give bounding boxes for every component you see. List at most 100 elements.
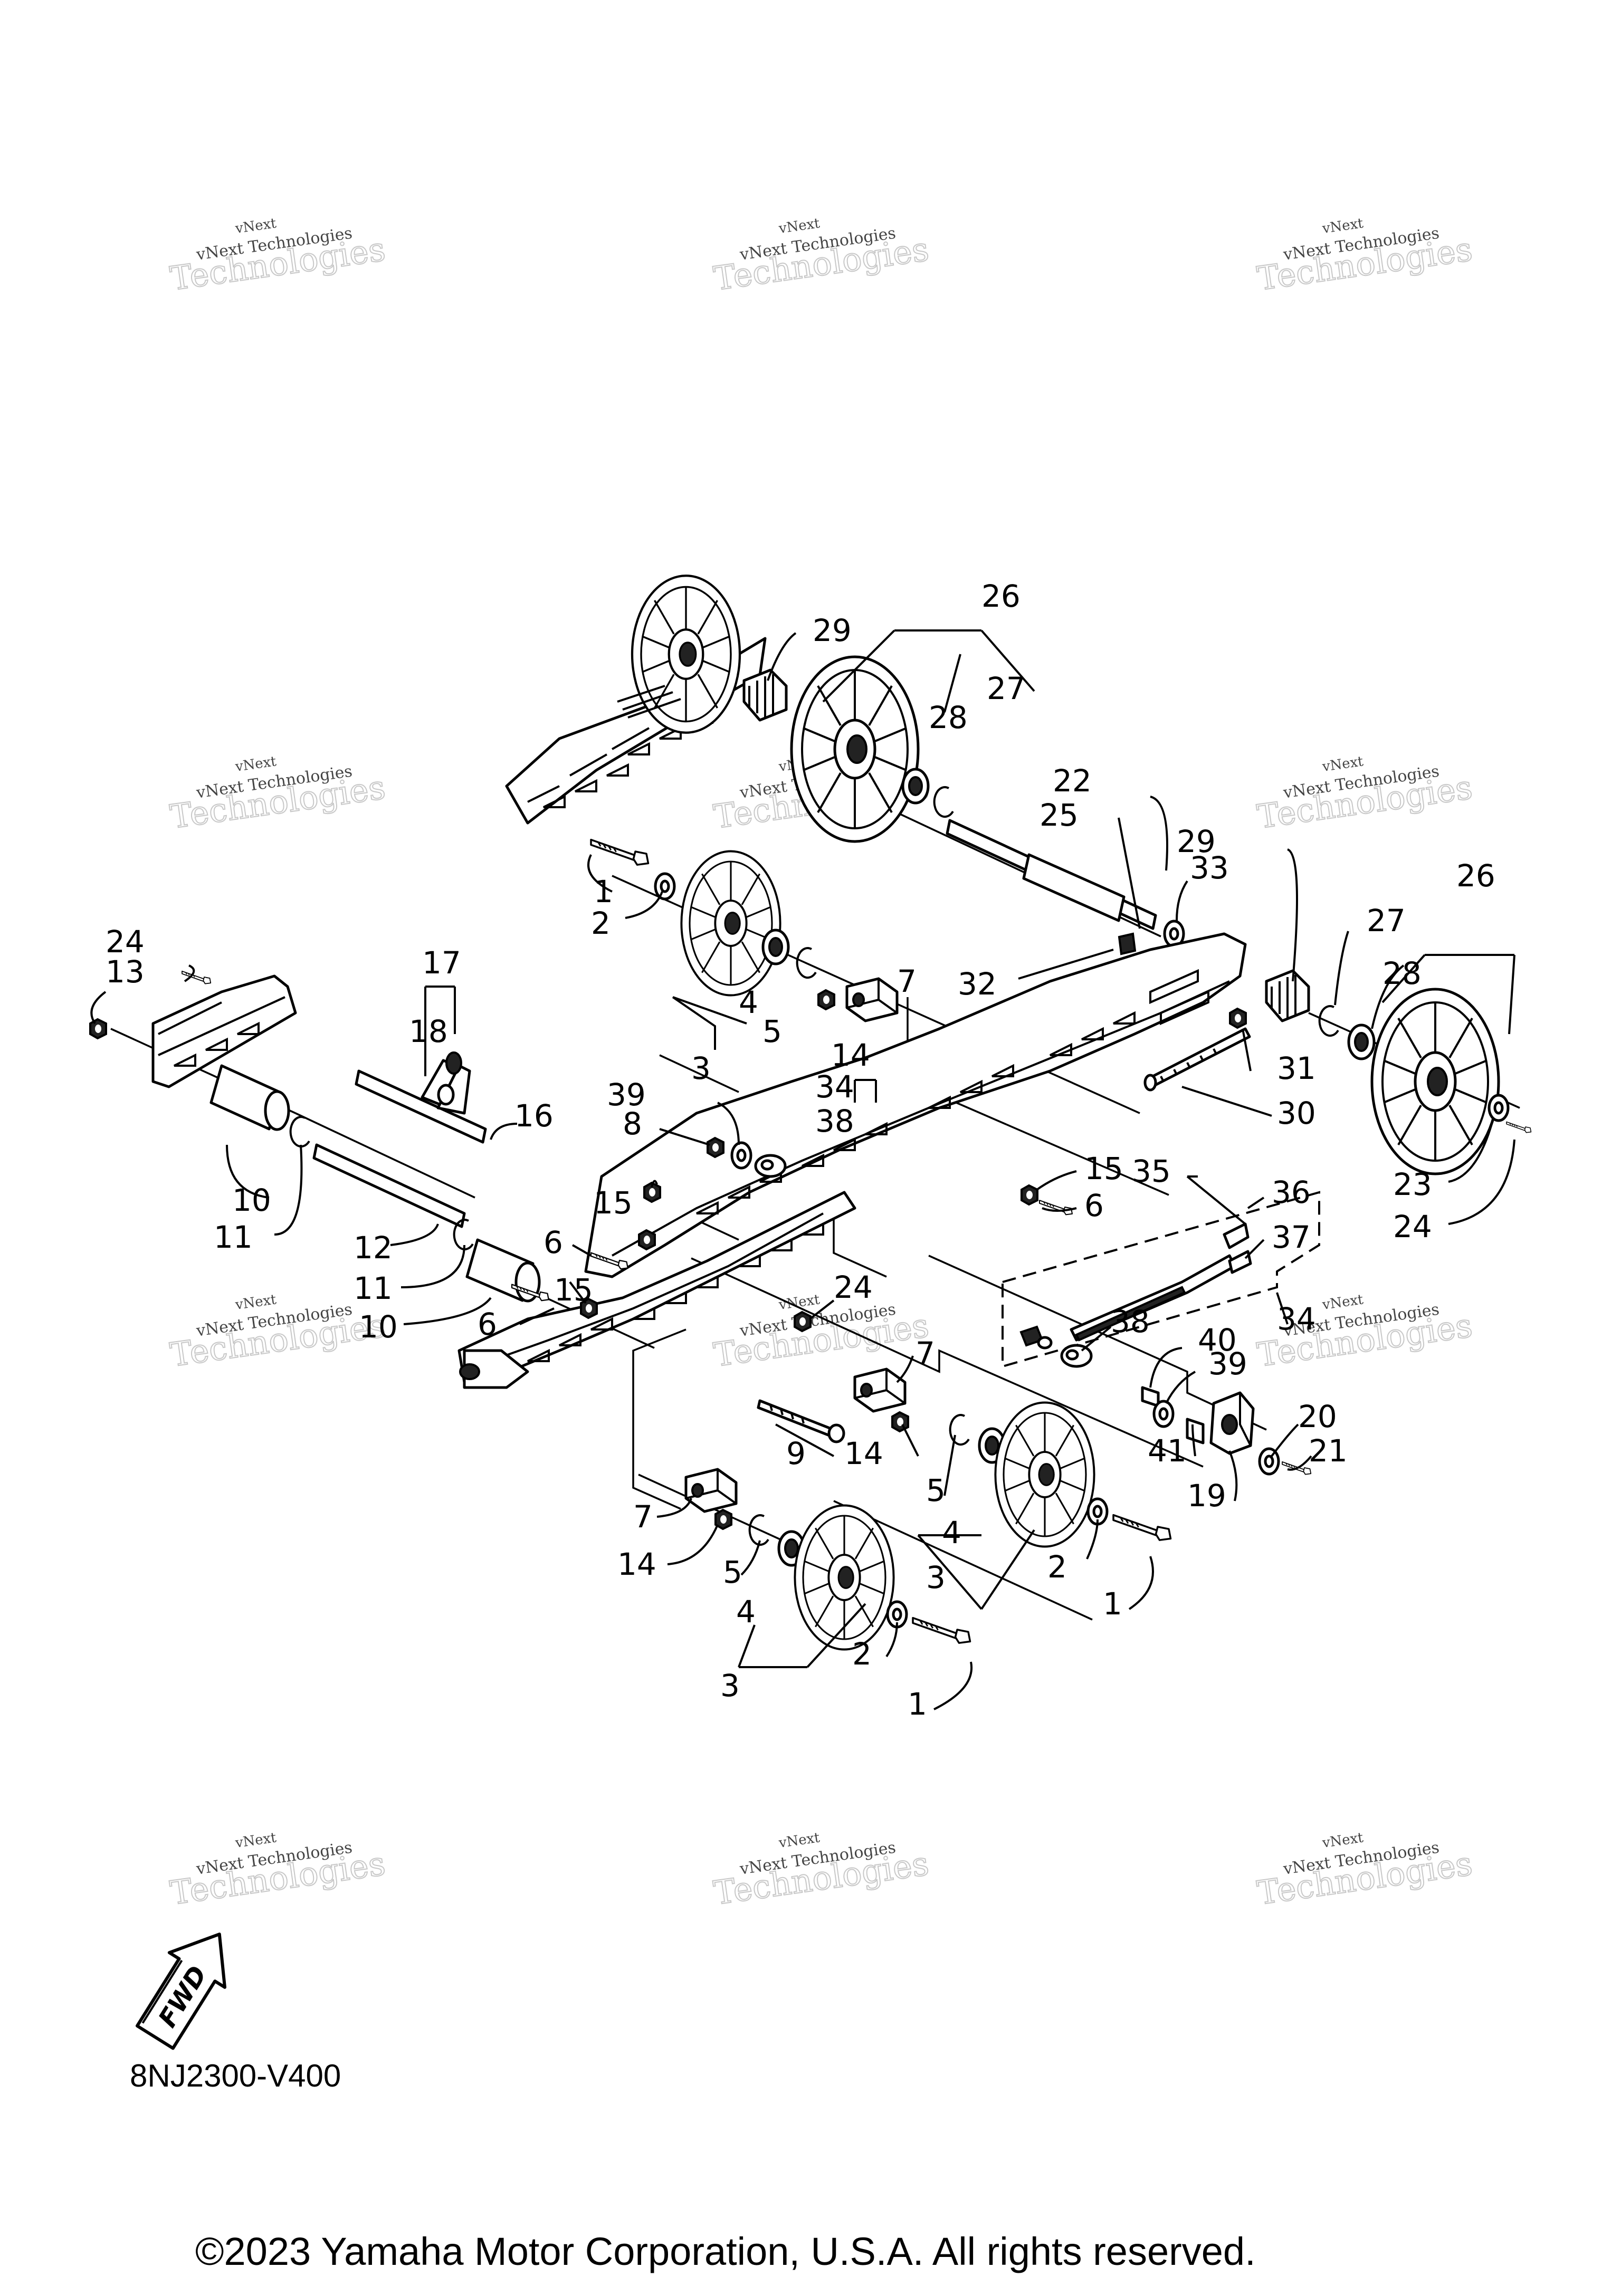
callout-27-right: 27 [1367,903,1406,939]
nut-13 [89,1018,107,1039]
nut-8 [707,1137,724,1158]
callout-23: 23 [1393,1166,1432,1202]
callout-2-upper: 2 [591,905,611,941]
callout-19: 19 [1187,1478,1226,1514]
diagram-code: 8NJ2300-V400 [130,2058,341,2093]
callout-32: 32 [958,966,997,1002]
callout-4-lower: 4 [736,1594,756,1630]
watermark: vNext vNext Technologies Technologies [1254,1830,1475,1912]
callout-8: 8 [623,1106,642,1142]
callout-9: 9 [786,1436,806,1471]
callout-38-lower: 38 [1111,1304,1150,1340]
callout-5-lower: 5 [723,1554,742,1590]
callout-15-c: 15 [1084,1151,1123,1187]
callout-41: 41 [1148,1433,1187,1469]
callout-6-a: 6 [543,1224,563,1260]
watermark: vNext vNext Technologies Technologies [711,215,931,298]
watermark: vNext vNext Technologies Technologies [167,215,388,298]
callout-1-mid: 1 [1103,1586,1122,1622]
bushing-41 [1186,1418,1205,1444]
svg-text:vNext: vNext [234,215,278,237]
rear-wheel-26-top [792,657,918,841]
callout-6-c: 6 [1084,1188,1104,1223]
callout-29-right: 29 [1177,824,1216,859]
nut-15-b [638,1229,656,1250]
axle-bearing-housing-29-right [1265,969,1310,1022]
bolt-24-right [1506,1121,1532,1133]
svg-text:vNext: vNext [777,1830,821,1851]
callout-18: 18 [409,1013,448,1049]
bracket-7-lower [686,1469,736,1511]
slider-38-upper [754,1154,787,1178]
front-arm-bracket [151,974,297,1088]
svg-text:vNext: vNext [1321,215,1365,237]
bearing-28-top [903,769,928,803]
collar-40 [1141,1386,1160,1408]
callout-39-upper: 39 [607,1077,646,1113]
callout-35: 35 [1132,1153,1171,1189]
slide-rail-right [584,932,1247,1278]
callout-21: 21 [1309,1433,1348,1469]
bolt-1-lower [912,1616,971,1644]
nut-31 [1229,1008,1247,1029]
bolt-1-mid [1112,1514,1172,1541]
callout-10-upper: 10 [232,1182,271,1218]
callout-3-upper: 3 [691,1050,711,1086]
nut-15-d [1021,1184,1038,1206]
watermark: vNext vNext Technologies Technologies [711,1830,931,1912]
callout-39-lower: 39 [1208,1346,1247,1382]
callout-5-upper: 5 [762,1013,782,1049]
collar-10-upper [209,1064,290,1131]
copyright-notice: ©2023 Yamaha Motor Corporation, U.S.A. A… [195,2230,1256,2273]
callout-26-top: 26 [981,578,1021,614]
callout-6-b: 6 [478,1306,497,1342]
rear-axle-22 [946,819,1157,930]
nut-14-upper [817,989,835,1010]
watermark: vNext vNext Technologies Technologies [167,753,388,836]
callout-12: 12 [354,1230,393,1266]
callout-30: 30 [1277,1095,1316,1131]
callout-3-mid: 3 [926,1560,946,1595]
bolt-1-upper [590,838,650,866]
svg-text:vNext: vNext [234,753,278,775]
callout-13: 13 [106,954,145,990]
circlip-27-top [933,786,954,818]
rear-wheel-inner [632,576,740,733]
callout-17: 17 [422,945,461,981]
callout-16: 16 [514,1098,554,1134]
callout-27-top: 27 [987,671,1026,706]
callout-14-mid: 14 [844,1436,883,1471]
svg-text:vNext: vNext [234,1830,278,1851]
callout-3-lower: 3 [720,1668,740,1704]
idler-wheel-3-upper [680,850,781,997]
bearing-28-right [1349,1025,1374,1059]
svg-text:vNext: vNext [777,1292,821,1313]
callout-37: 37 [1272,1219,1311,1255]
callout-4-mid: 4 [942,1515,961,1551]
adjuster-block-32 [1118,932,1137,955]
wear-strip-kit-34 [1002,1191,1320,1368]
watermark: vNext vNext Technologies Technologies [1254,215,1475,298]
fwd-arrow-icon: FWD [136,1933,226,2050]
callout-29-top: 29 [813,613,852,648]
callout-11-lower: 11 [354,1270,393,1306]
callout-1-upper: 1 [594,874,613,910]
callout-24-mid: 24 [834,1269,873,1305]
svg-text:vNext: vNext [234,1292,278,1313]
callout-24-topleft: 24 [106,924,145,960]
circlip-5-mid [949,1414,970,1446]
callout-4-upper: 4 [739,984,758,1020]
shaft-12 [312,1143,466,1228]
callout-40: 40 [1198,1322,1237,1358]
callout-25: 25 [1040,797,1079,833]
spring-detail [617,685,681,719]
axle-bearing-housing-29-top [742,668,788,722]
callout-28-top: 28 [929,700,968,735]
callout-34-upper: 34 [815,1069,854,1105]
callout-7-upper: 7 [897,963,917,999]
leader-lines [90,632,1515,1710]
callout-22: 22 [1053,763,1092,799]
svg-text:vNext: vNext [777,215,821,237]
stopper-19 [1209,1391,1255,1455]
callout-26-right: 26 [1456,858,1495,894]
